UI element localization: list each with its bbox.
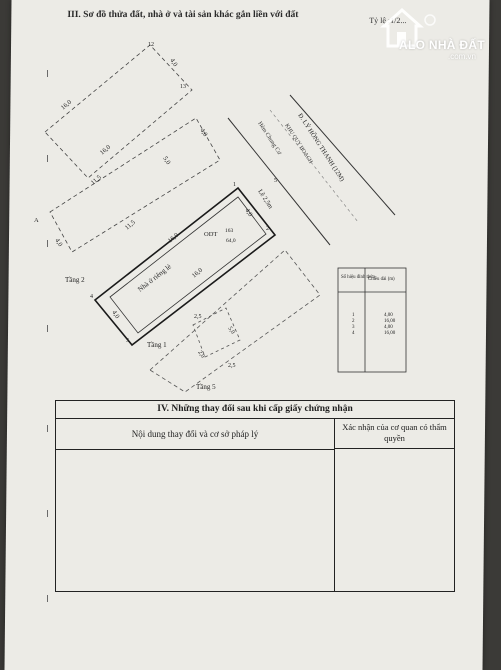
dim-parcel-short: 4,0 bbox=[243, 207, 253, 218]
dim-top-long: 16,0 bbox=[60, 99, 73, 112]
main-parcel-outline bbox=[93, 186, 277, 347]
floor-1-label: Tầng 1 bbox=[147, 341, 167, 349]
margin-tick bbox=[47, 510, 48, 517]
dim-parcel-short-2: 4,0 bbox=[110, 309, 120, 320]
point-a: A bbox=[34, 217, 39, 224]
parcel-area: 163 bbox=[225, 228, 234, 234]
point-4: 4 bbox=[90, 294, 93, 300]
parcel-area-2: 64,0 bbox=[226, 238, 236, 244]
floor-5-label: Tầng 5 bbox=[196, 383, 216, 391]
point-2: 2 bbox=[266, 226, 269, 232]
coord-header-length: Chiều dài (m) bbox=[368, 277, 395, 282]
floor-2-label: Tầng 2 bbox=[65, 276, 85, 284]
dim-small-50: 5,0 bbox=[226, 326, 235, 336]
dim-small-25b: 2,5 bbox=[228, 363, 236, 369]
coord-row-point: 4 bbox=[352, 331, 355, 336]
point-5: 5 bbox=[274, 178, 277, 184]
margin-tick bbox=[47, 155, 48, 162]
watermark-brand: ALO NHÀ ĐẤT bbox=[399, 38, 485, 52]
dim-side: 4,0 bbox=[198, 127, 208, 138]
watermark-domain: .com.vn bbox=[448, 52, 477, 61]
street-line-2 bbox=[227, 117, 331, 246]
dim-parcel-long-2: 16,0 bbox=[191, 267, 204, 280]
point-12: 12 bbox=[148, 42, 154, 48]
dim-mid-long-2: 11,5 bbox=[124, 219, 137, 232]
middle-floor-outline bbox=[49, 117, 221, 253]
changes-column-header: Nội dung thay đổi và cơ sở pháp lý bbox=[56, 419, 335, 450]
dim-small-25: 2,5 bbox=[194, 314, 202, 320]
le-label: Lề 2,5m bbox=[256, 188, 274, 210]
dim-mid-short: 5,0 bbox=[161, 155, 171, 166]
parcel-code: ODT bbox=[204, 231, 217, 238]
point-13: 13 bbox=[180, 84, 186, 90]
coord-row-length: 16,00 bbox=[384, 331, 396, 336]
alo-nha-dat-logo bbox=[380, 7, 436, 48]
street-centerline bbox=[269, 109, 359, 223]
yard-outline bbox=[192, 307, 241, 358]
margin-tick bbox=[47, 425, 48, 432]
dim-parcel-long: 16,0 bbox=[167, 232, 180, 245]
column-divider bbox=[334, 449, 335, 591]
street-line-1 bbox=[289, 94, 396, 216]
coord-row-length: 4,00 bbox=[384, 325, 393, 330]
coord-row-point: 3 bbox=[352, 325, 355, 330]
confirmation-column-header: Xác nhận của cơ quan có thẩm quyền bbox=[335, 419, 454, 449]
point-1: 1 bbox=[233, 182, 236, 188]
ground-floor-outline bbox=[149, 249, 321, 393]
coord-header-point: Số hiệu đỉnh thửa bbox=[341, 275, 376, 280]
dim-left: 4,0 bbox=[53, 237, 63, 248]
coord-row-length: 16,00 bbox=[384, 319, 396, 324]
coord-row-point: 1 bbox=[352, 313, 355, 318]
upper-floor-outline bbox=[44, 44, 193, 179]
house-label: Nhà ở riêng lẻ bbox=[136, 263, 172, 294]
margin-tick bbox=[47, 595, 48, 602]
alley-label: Hẻm Chung Cư bbox=[256, 121, 282, 157]
house-outline bbox=[109, 196, 267, 334]
margin-tick bbox=[47, 325, 48, 332]
point-3: 3 bbox=[126, 338, 129, 344]
dim-top-short: 4,0 bbox=[168, 57, 178, 68]
margin-tick bbox=[47, 70, 48, 77]
section-4-table: IV. Những thay đổi sau khi cấp giấy chứn… bbox=[55, 400, 455, 592]
coord-row-length: 4,00 bbox=[384, 313, 393, 318]
coord-row-point: 2 bbox=[352, 319, 355, 324]
section-4-title: IV. Những thay đổi sau khi cấp giấy chứn… bbox=[56, 401, 454, 419]
dim-small-20: 2,0 bbox=[196, 350, 205, 360]
coord-table: Số hiệu đỉnh thửa Chiều dài (m) 1 4,00 2… bbox=[337, 267, 407, 373]
dim-mid-long: 11,5 bbox=[90, 174, 103, 187]
margin-tick bbox=[47, 240, 48, 247]
dim-mid-long-top: 16,0 bbox=[99, 144, 112, 157]
